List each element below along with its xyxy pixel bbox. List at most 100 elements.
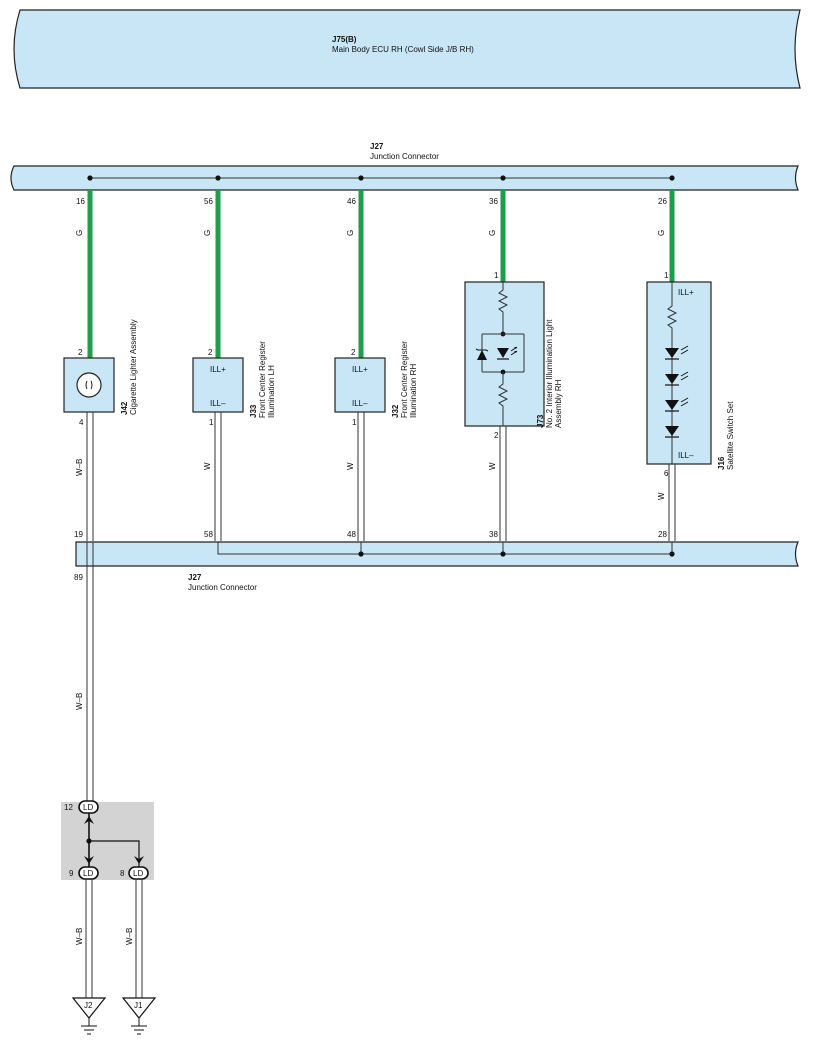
wire-color-label: G	[203, 230, 212, 236]
wire-color-label: W	[488, 462, 497, 470]
ground-point-j2: J2	[71, 997, 107, 1035]
terminal-up-icon	[84, 816, 94, 824]
component-name: No. 2 Interior Illumination Light	[545, 319, 554, 428]
pin-label: 1	[352, 418, 357, 427]
wire-color-label: W–B	[75, 459, 84, 476]
zener-diode-icon	[477, 350, 487, 360]
component-name: Illumination LH	[267, 365, 276, 418]
ill-minus-label: ILL–	[678, 451, 694, 460]
jc-top-name: Junction Connector	[370, 152, 439, 161]
component-name: Front Center Register	[258, 341, 267, 418]
pin-label: 56	[204, 197, 213, 206]
junction-dot	[500, 175, 506, 181]
lighter-symbol-icon	[76, 372, 102, 398]
register-illumination-lh-j33: 2 ILL+ ILL– 1 J33 Front Center Register …	[192, 341, 276, 427]
component-id: J73	[536, 414, 545, 428]
green-wires	[87, 190, 675, 358]
pin-label: 89	[74, 573, 83, 582]
ground-icon	[121, 997, 157, 1019]
pin-label: 38	[489, 530, 498, 539]
pin-label: 1	[664, 271, 669, 280]
interior-illumination-light-j73: 1 2 J73 No. 2 Interior Illumination Ligh…	[464, 271, 563, 440]
ground-label: J2	[84, 1001, 93, 1010]
ground-point-j1: J1	[121, 997, 157, 1035]
terminal-down-icon	[134, 856, 144, 864]
junction-dot	[87, 175, 93, 181]
junction-connector-top: J27 Junction Connector	[10, 142, 799, 191]
jc-top-id: J27	[370, 142, 384, 151]
pin-label: 19	[74, 530, 83, 539]
jc-bottom-id: J27	[188, 573, 202, 582]
pin-label: 28	[658, 530, 667, 539]
pin-label: 2	[78, 348, 83, 357]
ground-side-wires	[86, 412, 676, 541]
pin-label: 9	[69, 869, 74, 878]
ecu-j75b: J75(B) Main Body ECU RH (Cowl Side J/B R…	[13, 9, 801, 89]
cigarette-lighter-j42: 2 4 J42 Cigarette Lighter Assembly	[63, 319, 138, 427]
pin-label: 2	[494, 431, 499, 440]
component-name: Cigarette Lighter Assembly	[129, 319, 138, 415]
wire-color-label: W	[346, 462, 355, 470]
led-icon	[665, 374, 679, 384]
component-id: J42	[120, 401, 129, 415]
wire-color-label: G	[488, 230, 497, 236]
ill-minus-label: ILL–	[210, 399, 226, 408]
junction-dot	[358, 551, 364, 557]
ill-plus-label: ILL+	[678, 288, 694, 297]
wire-color-label: W–B	[125, 928, 134, 945]
ecu-name: Main Body ECU RH (Cowl Side J/B RH)	[332, 45, 474, 54]
pin-label: 4	[79, 418, 84, 427]
ill-plus-label: ILL+	[352, 365, 368, 374]
wire-color-label: W–B	[75, 693, 84, 710]
component-name: Front Center Register	[400, 341, 409, 418]
pin-label: 26	[658, 197, 667, 206]
wire-color-label: G	[346, 230, 355, 236]
pin-label: 2	[208, 348, 213, 357]
led-icon	[665, 348, 679, 358]
led-icon	[665, 400, 679, 410]
connector-label: LD	[83, 803, 93, 812]
connector-ld-8	[128, 866, 149, 880]
led-icon	[665, 426, 679, 436]
ill-minus-label: ILL–	[352, 399, 368, 408]
wire-color-label: G	[657, 230, 666, 236]
junction-connector-bottom: 19 58 48 38 28 89 J27 Junction Connector	[74, 530, 799, 592]
pin-label: 8	[120, 869, 125, 878]
pin-label: 46	[347, 197, 356, 206]
component-name: Assembly RH	[554, 379, 563, 428]
ground-icon	[71, 997, 107, 1019]
component-id: J33	[249, 404, 258, 418]
junction-dot	[669, 175, 675, 181]
pin-label: 12	[64, 803, 73, 812]
ecu-id: J75(B)	[332, 35, 357, 44]
pin-label: 1	[209, 418, 214, 427]
pin-label: 1	[494, 271, 499, 280]
component-id: J32	[391, 404, 400, 418]
junction-dot	[500, 551, 506, 557]
jc-bottom-name: Junction Connector	[188, 583, 257, 592]
component-id: J16	[717, 456, 726, 470]
junction-dot	[669, 551, 675, 557]
component-name: Satellite Switch Set	[726, 401, 735, 470]
component-name: Illumination RH	[409, 364, 418, 418]
pin-label: 48	[347, 530, 356, 539]
terminal-down-icon	[84, 856, 94, 864]
pin-label: 16	[76, 197, 85, 206]
pin-label: 2	[351, 348, 356, 357]
wire-color-label: W	[657, 492, 666, 500]
register-illumination-rh-j32: 2 ILL+ ILL– 1 J32 Front Center Register …	[334, 341, 418, 427]
ground-splice-block: 12 LD 9 LD 8 LD	[61, 800, 154, 880]
connector-label: LD	[133, 869, 143, 878]
led-icon	[497, 348, 509, 358]
connector-ld-9	[78, 866, 99, 880]
junction-dot	[215, 175, 221, 181]
ill-plus-label: ILL+	[210, 365, 226, 374]
satellite-switch-set-j16: 1 ILL+ ILL– 6 J16 Satellite Switch Set	[646, 271, 735, 478]
connector-label: LD	[83, 869, 93, 878]
junction-dot	[358, 175, 364, 181]
wire-color-label: W–B	[75, 928, 84, 945]
pin-label: 36	[489, 197, 498, 206]
pin-label: 58	[204, 530, 213, 539]
wire-color-label: W	[203, 462, 212, 470]
